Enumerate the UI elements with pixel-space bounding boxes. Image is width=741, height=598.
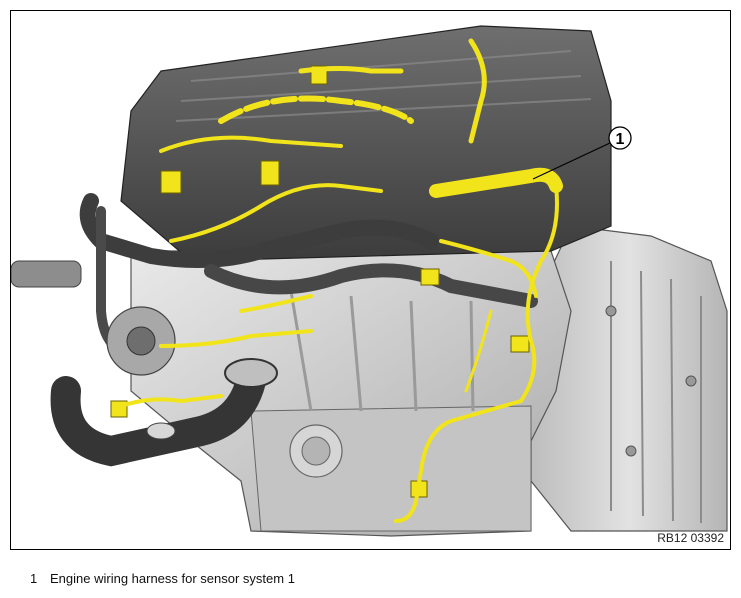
oil-filter-cap bbox=[301, 436, 331, 466]
left-bracket bbox=[11, 260, 82, 288]
block-ribs bbox=[289, 290, 475, 412]
transmission-bolt bbox=[605, 305, 617, 317]
transmission-bolt bbox=[625, 445, 637, 457]
turbo-intake-tube bbox=[50, 366, 266, 467]
callout-leader-line bbox=[532, 142, 611, 180]
alternator-pulley bbox=[126, 326, 156, 356]
connector bbox=[420, 268, 440, 286]
callout-number: 1 bbox=[616, 131, 625, 148]
connector bbox=[260, 160, 280, 186]
transmission-housing bbox=[530, 225, 728, 532]
callout-circle bbox=[608, 126, 632, 150]
legend-item-text: Engine wiring harness for sensor system … bbox=[50, 571, 295, 586]
legend-item-number: 1 bbox=[30, 571, 38, 586]
turbo-intake-opening bbox=[224, 358, 278, 388]
transmission-bolt bbox=[685, 375, 697, 387]
connector bbox=[160, 170, 182, 194]
transmission-ribs bbox=[610, 261, 702, 523]
legend-item: 1 Engine wiring harness for sensor system… bbox=[30, 571, 295, 586]
oil-pan bbox=[250, 405, 532, 532]
connector bbox=[510, 335, 530, 353]
figure-reference-code: RB12 03392 bbox=[657, 531, 724, 545]
engine-illustration: 1 bbox=[11, 25, 728, 537]
engine-wiring-harness bbox=[119, 38, 563, 523]
engine-illustration-frame: 1 RB12 03392 bbox=[10, 10, 731, 550]
valve-cover bbox=[120, 25, 612, 262]
intake-clamp bbox=[146, 422, 176, 440]
intake-hose bbox=[79, 193, 439, 268]
